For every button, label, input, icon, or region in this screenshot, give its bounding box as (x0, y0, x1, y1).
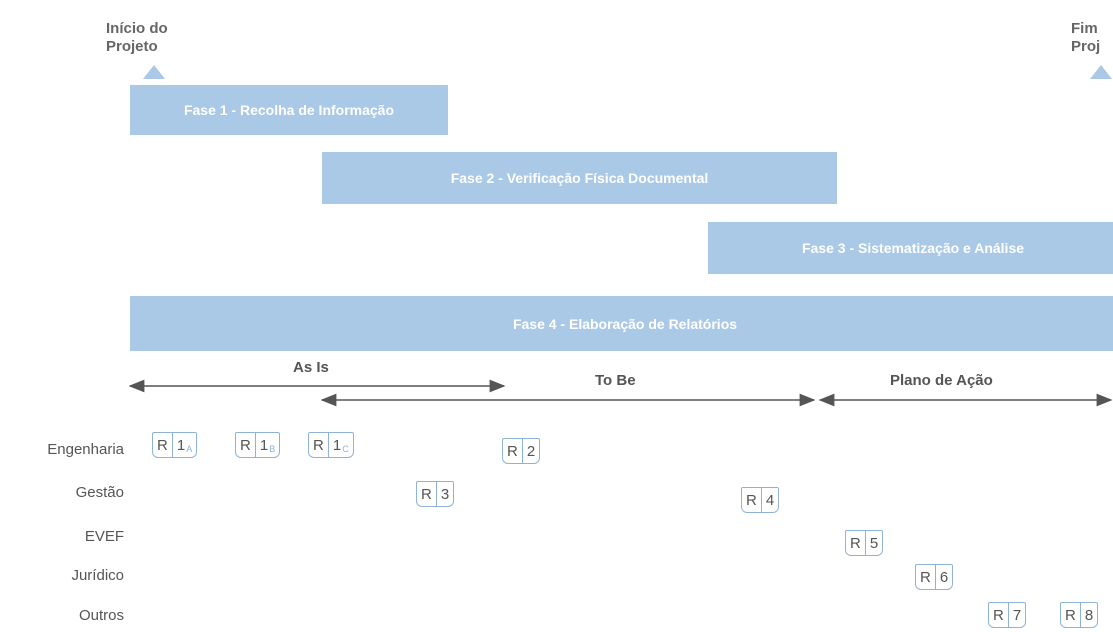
row-label-outros: Outros (78, 607, 124, 624)
report-letter: R (417, 482, 437, 506)
report-number: 7 (1012, 606, 1022, 624)
report-number: 8 (1084, 606, 1094, 624)
project-start-line1: Início do (106, 20, 168, 37)
phase-1-bar: Fase 1 - Recolha de Informação (130, 85, 448, 135)
report-sub: B (269, 443, 276, 454)
phase-3-bar: Fase 3 - Sistematização e Análise (708, 222, 1113, 274)
project-start-label: Início do Projeto (106, 20, 168, 56)
report-number: 3 (440, 485, 450, 503)
report-number: 1 (176, 436, 186, 454)
report-r7: R 7 (988, 602, 1027, 628)
report-letter: R (916, 565, 936, 589)
row-label-gestao: Gestão (75, 484, 124, 501)
row-label-juridico: Jurídico (71, 567, 124, 584)
report-number: 6 (939, 568, 949, 586)
report-letter: R (153, 433, 173, 457)
project-start-line2: Projeto (106, 38, 158, 55)
phase-2-bar: Fase 2 - Verificação Física Documental (322, 152, 837, 204)
report-r5: R 5 (845, 530, 884, 556)
project-end-marker (1090, 65, 1112, 79)
report-letter: R (989, 603, 1009, 627)
report-r8: R 8 (1060, 602, 1099, 628)
span-plano-label: Plano de Ação (890, 372, 993, 389)
report-sub: C (342, 443, 349, 454)
report-number: 1 (332, 436, 342, 454)
report-number: 2 (526, 442, 536, 460)
report-r4: R 4 (741, 487, 780, 513)
project-start-marker (143, 65, 165, 79)
report-number: 4 (765, 491, 775, 509)
project-end-line2: Proj (1071, 38, 1101, 55)
report-r2: R 2 (502, 438, 541, 464)
row-label-evef: EVEF (84, 528, 124, 545)
report-letter: R (846, 531, 866, 555)
report-letter: R (309, 433, 329, 457)
project-end-label: Fim Proj (1071, 20, 1100, 56)
span-as-is-label: As Is (293, 359, 329, 376)
report-sub: A (186, 443, 193, 454)
report-letter: R (742, 488, 762, 512)
span-to-be-label: To Be (595, 372, 636, 389)
report-r6: R 6 (915, 564, 954, 590)
report-number: 5 (869, 534, 879, 552)
report-number: 1 (259, 436, 269, 454)
report-letter: R (1061, 603, 1081, 627)
report-letter: R (503, 439, 523, 463)
project-end-line1: Fim (1071, 20, 1098, 37)
report-r3: R 3 (416, 481, 455, 507)
report-letter: R (236, 433, 256, 457)
phase-4-bar: Fase 4 - Elaboração de Relatórios (130, 296, 1113, 351)
row-label-engenharia: Engenharia (47, 441, 124, 458)
